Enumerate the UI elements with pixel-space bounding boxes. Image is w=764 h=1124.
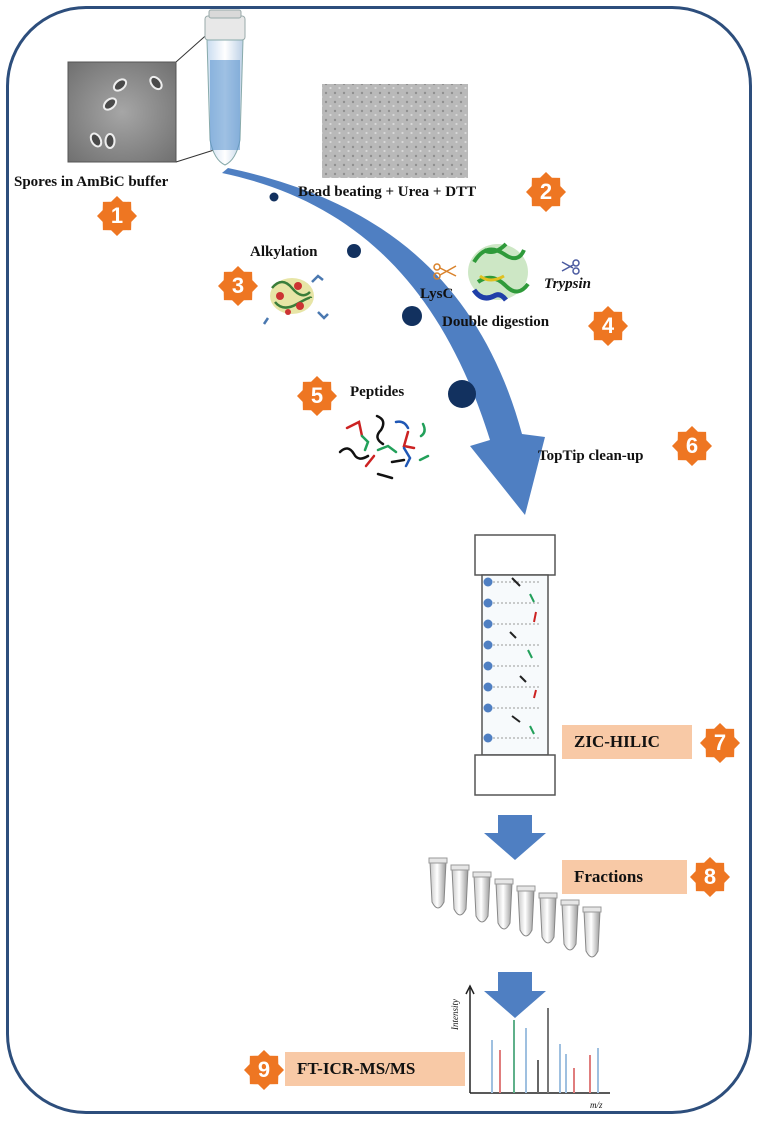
alkylated-protein — [262, 274, 329, 325]
bead-micrograph — [322, 84, 468, 178]
pcr-tube — [429, 861, 447, 909]
rounded-frame — [6, 6, 752, 1114]
badge-shape — [672, 426, 712, 466]
spore-micrograph — [67, 61, 177, 163]
workflow-arrow — [222, 168, 545, 515]
pcr-tube-rim — [428, 857, 448, 864]
step-9-badge: 9 — [244, 1050, 284, 1090]
step-5-badge: 5 — [297, 376, 337, 416]
step-5-label: Peptides — [350, 384, 405, 400]
step-7-badge: 7 — [700, 723, 740, 763]
step-4-badge: 4 — [588, 306, 628, 346]
step-6-label: TopTip clean-up — [538, 448, 644, 464]
pcr-strip-tubes — [428, 857, 602, 958]
step-4-label: Double digestion — [442, 314, 550, 330]
pcr-tube — [561, 903, 579, 951]
step-9-box: FT-ICR-MS/MS — [285, 1052, 465, 1086]
enzyme-lysc-label: LysC — [420, 286, 454, 302]
step-6-badge: 6 — [672, 426, 712, 466]
peptide-fragments — [338, 414, 430, 480]
pcr-tube-rim — [494, 878, 514, 885]
pcr-tube — [473, 875, 491, 923]
zoom-line — [175, 149, 215, 163]
step-8-box: Fractions — [562, 860, 687, 894]
step-2-label: Bead beating + Urea + DTT — [298, 184, 477, 200]
spectrum-xlabel: m/z — [590, 1100, 603, 1110]
arrow-dots — [269, 192, 476, 408]
spectrum-ylabel: Intensity — [450, 999, 460, 1030]
badge-shape — [588, 306, 628, 346]
badge-shape — [700, 723, 740, 763]
pcr-tube — [451, 868, 469, 916]
badge-shape — [526, 172, 566, 212]
down-arrow — [484, 972, 546, 1018]
microtube — [204, 9, 246, 166]
mass-spectrum — [465, 984, 610, 1094]
pcr-tube-rim — [516, 885, 536, 892]
protein-structure — [468, 242, 530, 302]
badge-shape — [244, 1050, 284, 1090]
scissors-icon — [433, 263, 457, 280]
badge-shape — [690, 857, 730, 897]
down-arrow — [484, 815, 546, 860]
pcr-tube-rim — [450, 864, 470, 871]
badge-shape — [297, 376, 337, 416]
hilic-column — [474, 534, 556, 796]
pcr-tube-rim — [582, 906, 602, 913]
pcr-tube-rim — [560, 899, 580, 906]
step-3-label: Alkylation — [250, 244, 318, 260]
pcr-tube — [539, 896, 557, 944]
badge-shape — [218, 266, 258, 306]
pcr-tube-rim — [538, 892, 558, 899]
step-7-box: ZIC-HILIC — [562, 725, 692, 759]
pcr-tube — [583, 910, 601, 958]
pcr-tube — [517, 889, 535, 937]
pcr-tube — [495, 882, 513, 930]
pcr-tube-rim — [472, 871, 492, 878]
step-3-badge: 3 — [218, 266, 258, 306]
step-1-badge: 1 — [97, 196, 137, 236]
step-8-badge: 8 — [690, 857, 730, 897]
enzyme-trypsin-label: Trypsin — [544, 276, 591, 292]
badge-shape — [97, 196, 137, 236]
step-2-badge: 2 — [526, 172, 566, 212]
step-1-label: Spores in AmBiC buffer — [14, 174, 169, 190]
scissors-icon — [561, 259, 580, 275]
